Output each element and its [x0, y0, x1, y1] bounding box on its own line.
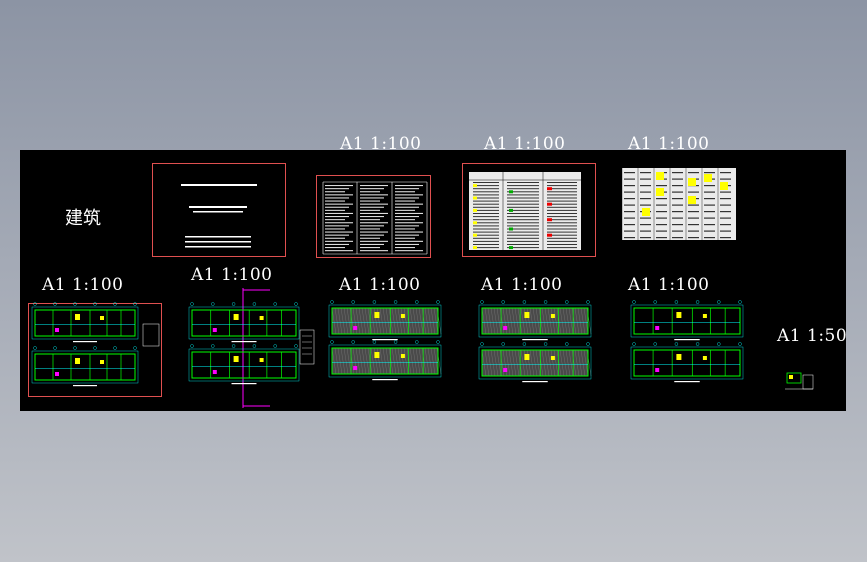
scale-label-sheet-7: A1 1:100	[339, 275, 421, 295]
finish-table	[621, 168, 736, 248]
cover-sheet[interactable]	[152, 163, 286, 257]
floor-plans-2	[188, 288, 300, 408]
floor-plan-sheet-5[interactable]	[628, 300, 744, 392]
scale-label-sheet-6: A1 1:100	[191, 265, 273, 285]
floor-plans-3	[328, 300, 442, 381]
schedule-sheet[interactable]	[462, 163, 596, 257]
scale-label-sheet-3: A1 1:100	[484, 134, 566, 154]
category-title: 建筑	[65, 208, 101, 229]
finish-table-sheet[interactable]	[621, 168, 752, 248]
floor-plans-4	[478, 300, 592, 383]
legend-block	[298, 328, 318, 368]
detail-sheet[interactable]	[783, 367, 819, 393]
cover-sheet-text-lines	[181, 184, 257, 248]
notes-table	[322, 181, 428, 255]
scale-label-sheet-4: A1 1:100	[628, 134, 710, 154]
floor-plans-5	[630, 300, 744, 383]
detail-drawing	[785, 372, 814, 390]
floor-plan-sheet-2[interactable]	[186, 288, 300, 408]
floor-plan-sheet-1[interactable]	[28, 302, 162, 397]
floor-plan-sheet-4[interactable]	[476, 300, 592, 386]
scale-label-sheet-2: A1 1:100	[340, 134, 422, 154]
scale-label-sheet-8: A1 1:100	[481, 275, 563, 295]
scale-label-sheet-10: A1 1:50	[777, 326, 848, 346]
scale-label-sheet-5: A1 1:100	[42, 275, 124, 295]
floor-plan-sheet-3[interactable]	[326, 300, 442, 382]
floor-plans-1	[31, 302, 160, 387]
scale-label-sheet-9: A1 1:100	[628, 275, 710, 295]
design-notes-sheet[interactable]	[316, 175, 431, 258]
schedule-table	[469, 172, 581, 250]
